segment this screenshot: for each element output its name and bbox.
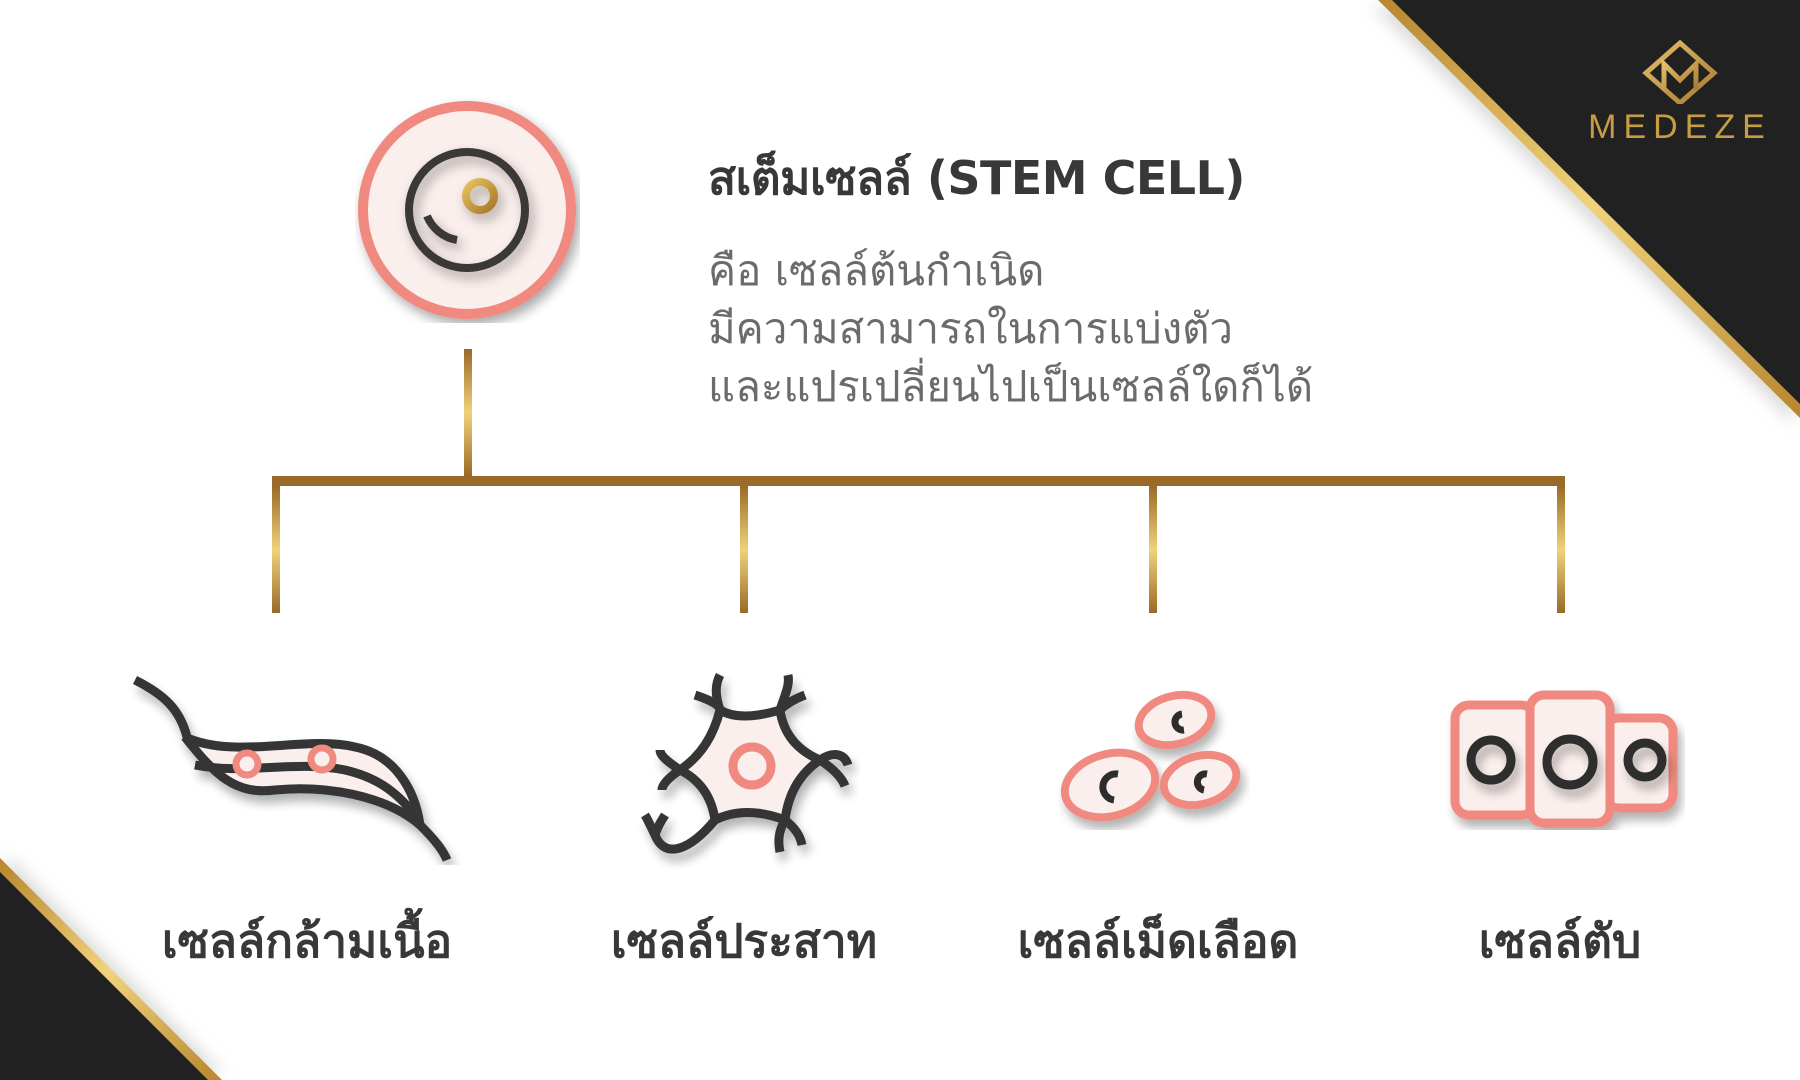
description-line: คือ เซลล์ต้นกำเนิด xyxy=(708,246,1045,295)
brand-name: MEDEZE xyxy=(1588,108,1772,146)
liver-cell-icon xyxy=(1450,690,1678,828)
child-label-muscle-cell: เซลล์กล้ามเนื้อ xyxy=(161,914,453,968)
description-line: และแปรเปลี่ยนไปเป็นเซลล์ใดก็ได้ xyxy=(708,362,1314,411)
blood-cell-icon xyxy=(1060,690,1241,822)
child-label-blood-cell: เซลล์เม็ดเลือด xyxy=(1017,914,1299,968)
diamond-m-monogram-icon xyxy=(1642,40,1718,104)
child-label-nerve-cell: เซลล์ประสาท xyxy=(610,914,878,968)
child-label-liver-cell: เซลล์ตับ xyxy=(1478,914,1642,968)
description-line: มีความสามารถในการแบ่งตัว xyxy=(708,304,1233,353)
stem-cell-icon xyxy=(358,101,576,319)
root-description: คือ เซลล์ต้นกำเนิด มีความสามารถในการแบ่ง… xyxy=(708,242,1313,416)
root-title: สเต็มเซลล์ (STEM CELL) xyxy=(708,151,1245,205)
nerve-cell-icon xyxy=(641,672,853,854)
muscle-cell-icon xyxy=(132,675,452,862)
brand-logo: MEDEZE xyxy=(1575,40,1785,160)
